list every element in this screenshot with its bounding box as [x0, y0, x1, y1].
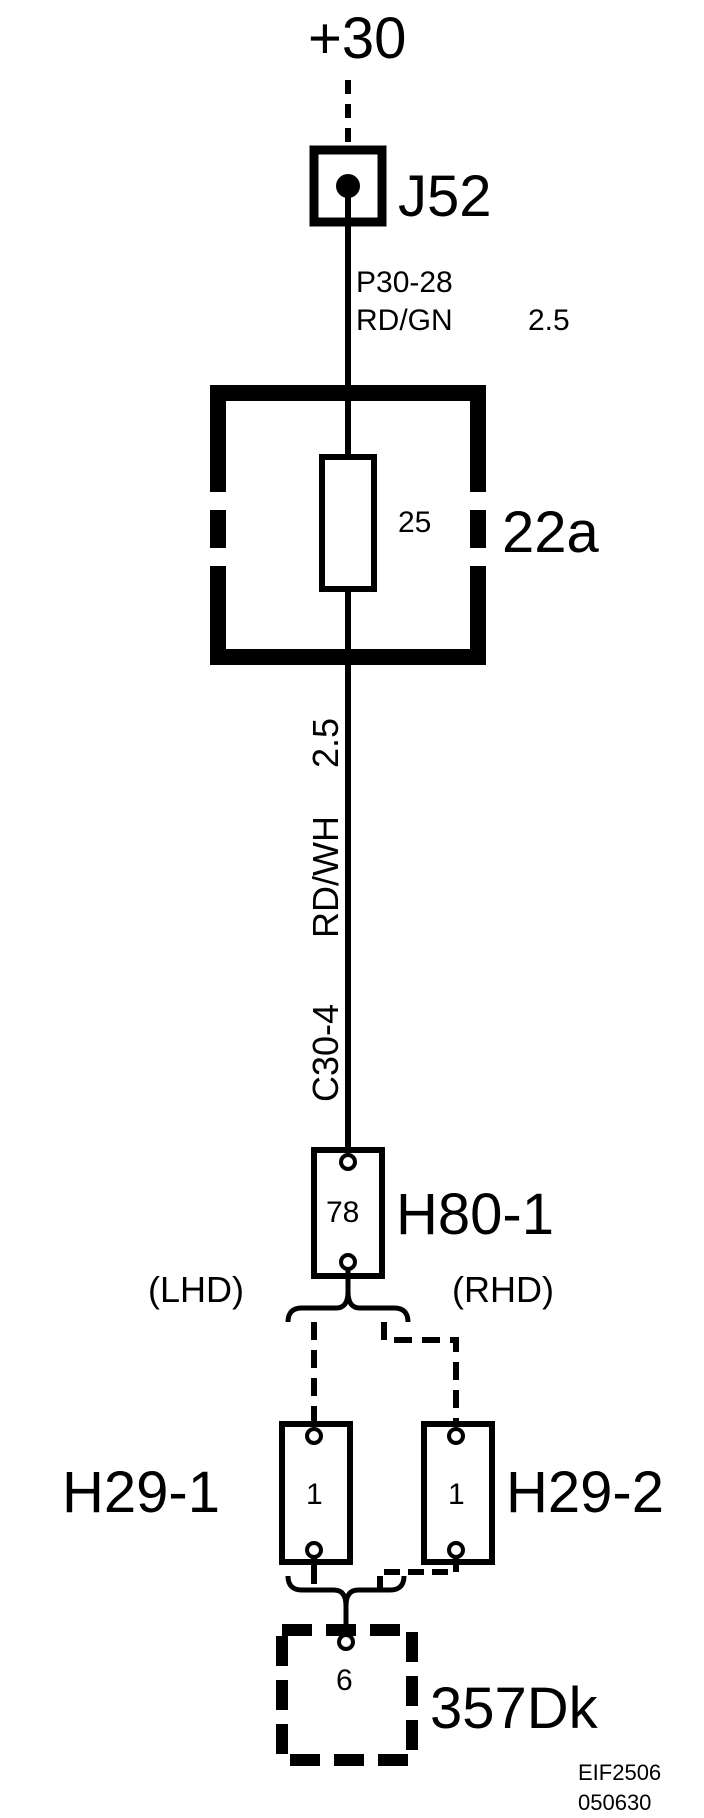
ground-block-pin-number: 6 — [336, 1664, 353, 1697]
connector-right-pin: 1 — [448, 1478, 465, 1511]
wire-mid-color: RD/WH — [305, 816, 346, 938]
ground-block-box — [276, 1624, 418, 1766]
ground-block-label: 357Dk — [430, 1676, 599, 1741]
junction-label: J52 — [398, 164, 492, 229]
lower-right-wire — [377, 1556, 459, 1590]
fuse-element — [319, 454, 377, 592]
connector-right-pin-bottom — [447, 1541, 465, 1559]
wire-top-color: RD/GN — [356, 304, 453, 337]
connector-left-pin-top — [305, 1427, 323, 1445]
fuse-box — [210, 385, 486, 665]
connector-right-label: H29-2 — [506, 1460, 664, 1525]
connector-left-pin: 1 — [306, 1478, 323, 1511]
connector-right-pin-top — [447, 1427, 465, 1445]
brace-top — [285, 1291, 411, 1323]
variant-right-label: (RHD) — [452, 1269, 554, 1310]
connector-left-pin-bottom — [305, 1541, 323, 1559]
connector-left-label: H29-1 — [62, 1460, 220, 1525]
footer-date: 050630 — [578, 1790, 651, 1815]
ground-block-pin — [337, 1633, 355, 1651]
fuse-label: 22a — [502, 500, 600, 565]
junction-dot — [336, 174, 360, 198]
connector-right-box — [421, 1421, 495, 1565]
wire-top-code: P30-28 — [356, 266, 453, 299]
variant-left-label: (LHD) — [148, 1269, 244, 1310]
connector-main-pin-bottom — [339, 1253, 357, 1271]
wire-mid-code: C30-4 — [305, 1004, 346, 1102]
brace-bottom — [285, 1575, 407, 1607]
supply-label: +30 — [308, 6, 406, 71]
footer-ref: EIF2506 — [578, 1760, 661, 1785]
wire-mid-size: 2.5 — [305, 718, 346, 768]
branch-right-wire — [381, 1322, 459, 1432]
wire-top-size: 2.5 — [528, 304, 570, 337]
connector-main-pin: 78 — [326, 1196, 359, 1229]
fuse-rating: 25 — [398, 506, 431, 539]
connector-main-label: H80-1 — [396, 1182, 554, 1247]
connector-main-pin-top — [339, 1153, 357, 1171]
